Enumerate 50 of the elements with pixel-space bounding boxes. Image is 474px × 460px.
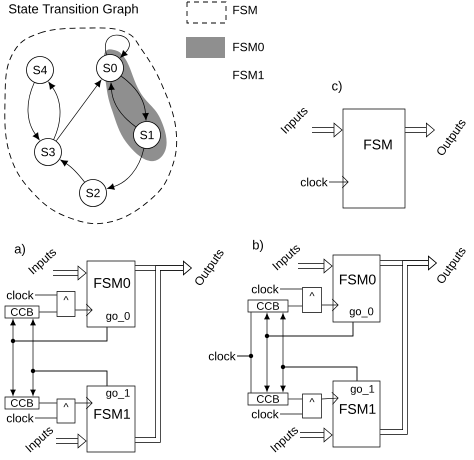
ccb-box: CCB bbox=[4, 306, 40, 318]
transition-arrow bbox=[56, 80, 102, 142]
fsm-block: go_1 FSM1 bbox=[332, 380, 380, 448]
transition-arrow bbox=[48, 82, 60, 140]
arrow bbox=[30, 370, 108, 396]
gate-box: ^ bbox=[56, 398, 76, 424]
gate-box: ^ bbox=[56, 291, 76, 317]
signal-label: clock bbox=[208, 352, 236, 360]
wire bbox=[34, 294, 57, 296]
ccb-box: CCB bbox=[248, 392, 288, 406]
transition-arrow bbox=[105, 34, 130, 58]
signal-label: clock bbox=[6, 290, 34, 300]
ccb-box: CCB bbox=[248, 300, 288, 312]
wire bbox=[280, 288, 302, 290]
block-arrow bbox=[135, 260, 192, 443]
title: State Transition Graph bbox=[8, 4, 138, 16]
signal-label: clock bbox=[6, 414, 34, 422]
legend-label: FSM bbox=[233, 6, 257, 14]
fsm-block: FSM bbox=[342, 108, 406, 208]
arrow bbox=[264, 322, 354, 392]
panel-label: c) bbox=[332, 80, 342, 94]
ccb-box: CCB bbox=[4, 396, 40, 410]
fsm-block: FSM0 go_0 bbox=[332, 254, 380, 322]
wire bbox=[39, 402, 57, 404]
fsm-block: go_1 FSM1 bbox=[86, 386, 136, 452]
arrow bbox=[10, 326, 108, 396]
gate-box: ^ bbox=[302, 287, 322, 313]
signal-label: clock bbox=[252, 410, 279, 418]
legend-label: FSM0 bbox=[233, 42, 264, 52]
panel-label: a) bbox=[14, 244, 25, 256]
gate-box: ^ bbox=[302, 394, 322, 418]
transition-arrow bbox=[108, 82, 136, 128]
block-arrow bbox=[380, 255, 437, 435]
legend-label: FSM1 bbox=[233, 70, 264, 80]
fsm-block: FSM0 go_0 bbox=[86, 260, 136, 328]
transition-arrow bbox=[60, 160, 85, 182]
panel-label: b) bbox=[253, 240, 263, 252]
arrow bbox=[322, 392, 339, 405]
signal-label: clock bbox=[300, 178, 328, 186]
signal-label: clock bbox=[252, 284, 279, 294]
arrow bbox=[328, 176, 349, 188]
transition-arrow bbox=[120, 76, 149, 120]
arrow bbox=[75, 304, 93, 316]
transition-arrow bbox=[107, 148, 144, 190]
arrow bbox=[322, 298, 339, 312]
wire bbox=[236, 356, 252, 393]
wire bbox=[288, 398, 302, 400]
arrow bbox=[280, 366, 358, 392]
transition-arrow bbox=[28, 82, 40, 140]
arrow bbox=[75, 396, 93, 410]
